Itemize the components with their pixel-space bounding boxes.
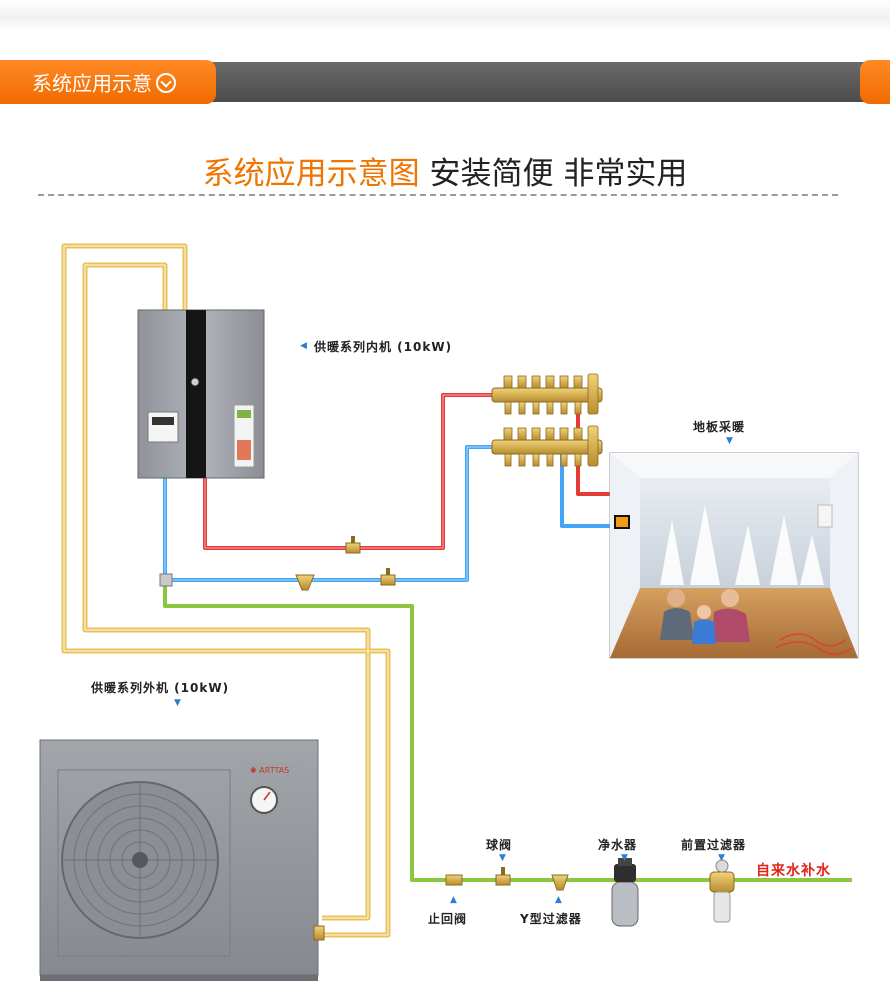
pre-filter-label: 前置过滤器 bbox=[681, 838, 747, 852]
manifold-lower bbox=[491, 425, 603, 467]
chevron-down-icon[interactable] bbox=[156, 72, 176, 93]
water-purifier-shape bbox=[611, 858, 639, 927]
valves bbox=[159, 536, 569, 891]
outdoor-unit: ✱ ARTTAS bbox=[39, 739, 325, 981]
pointer-icon: ▼ bbox=[499, 853, 506, 863]
headline-rest: 安装简便 非常实用 bbox=[429, 156, 688, 192]
banner-tab[interactable]: 系统应用示意 bbox=[0, 60, 216, 104]
headline: 系统应用示意图 安装简便 非常实用 bbox=[0, 148, 890, 193]
y-filter-return bbox=[295, 574, 315, 591]
banner-bar bbox=[200, 62, 870, 102]
pointer-icon: ▲ bbox=[555, 895, 562, 905]
hot-water-pipes bbox=[203, 393, 610, 550]
dashed-divider bbox=[38, 194, 838, 196]
water-purifier-label: 净水器 bbox=[598, 838, 638, 852]
valve-return bbox=[380, 568, 396, 586]
pointer-icon: ▼ bbox=[726, 436, 733, 446]
y-filter-shape bbox=[551, 874, 569, 891]
headline-highlight: 系统应用示意图 bbox=[202, 156, 420, 192]
outdoor-unit-label: 供暖系列外机 (10kW) bbox=[91, 681, 230, 695]
floor-return-pipe bbox=[560, 450, 610, 528]
floor-heating-room bbox=[609, 452, 859, 659]
pointer-icon: ▼ bbox=[621, 853, 628, 863]
family-figures bbox=[660, 589, 750, 644]
manifold-upper bbox=[491, 373, 603, 415]
pre-filter-shape bbox=[709, 859, 735, 923]
ball-valve-label: 球阀 bbox=[486, 838, 513, 852]
floor-heating-label: 地板采暖 bbox=[693, 420, 746, 434]
valve-supply bbox=[345, 536, 361, 554]
y-filter-label: Y型过滤器 bbox=[520, 912, 582, 926]
check-valve-label: 止回阀 bbox=[428, 912, 468, 926]
svg-text:✱ ARTTAS: ✱ ARTTAS bbox=[250, 766, 289, 775]
banner-title: 系统应用示意 bbox=[32, 71, 152, 96]
tee-fitting bbox=[159, 573, 173, 587]
pointer-icon: ▲ bbox=[450, 895, 457, 905]
pointer-icon: ▼ bbox=[718, 853, 725, 863]
check-valve-shape bbox=[445, 874, 463, 886]
pointer-icon: ◀ bbox=[300, 341, 307, 351]
banner-right-tab bbox=[860, 60, 890, 104]
ball-valve-shape bbox=[495, 867, 511, 886]
indoor-unit-label: 供暖系列内机 (10kW) bbox=[314, 340, 453, 354]
indoor-unit bbox=[137, 309, 265, 479]
section-banner: 系统应用示意 bbox=[0, 60, 890, 104]
pointer-icon: ▼ bbox=[174, 698, 181, 708]
tap-water-label: 自来水补水 bbox=[756, 863, 831, 879]
top-shadow bbox=[0, 0, 890, 30]
